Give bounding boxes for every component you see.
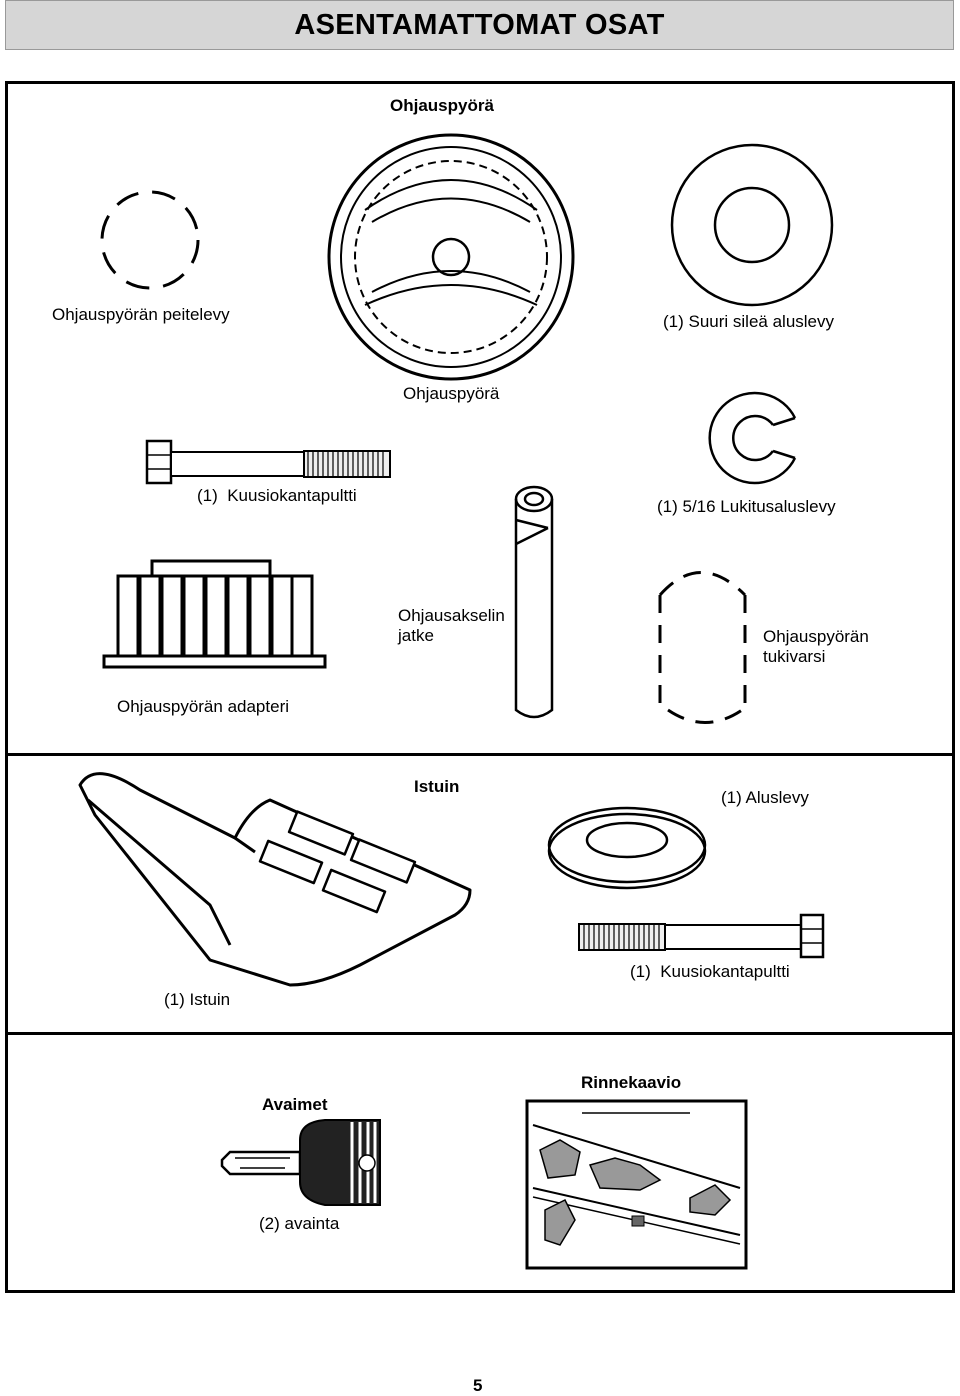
- seat-bolt-label: (1) Kuusiokantapultti: [630, 962, 790, 981]
- lock-washer-icon: [708, 391, 797, 485]
- seat-washer-label: (1) Aluslevy: [721, 788, 809, 807]
- shaft-extension-label: Ohjausakselin jatke: [398, 606, 505, 645]
- seat-icon: [78, 772, 472, 987]
- page-number: 5: [473, 1376, 483, 1395]
- keys-section: [5, 1032, 955, 1293]
- seat-bolt-icon: [578, 913, 825, 959]
- lock-washer-label: (1) 5/16 Lukitusaluslevy: [657, 497, 836, 516]
- hex-bolt-label: (1) Kuusiokantapultti: [197, 486, 357, 505]
- page-title-bar: ASENTAMATTOMAT OSAT: [5, 0, 954, 50]
- key-icon: [220, 1119, 381, 1206]
- wheel-adapter-icon: [102, 559, 327, 669]
- steering-wheel-label: Ohjauspyörä: [403, 384, 500, 403]
- large-washer-icon: [670, 143, 834, 307]
- steering-wheel-cover-label: Ohjauspyörän peitelevy: [52, 305, 230, 324]
- large-washer-label: (1) Suuri sileä aluslevy: [663, 312, 835, 331]
- steering-wheel-icon: [327, 133, 575, 381]
- steering-support-icon: [658, 571, 747, 724]
- wheel-adapter-label: Ohjauspyörän adapteri: [117, 697, 290, 716]
- seat-label: (1) Istuin: [164, 990, 231, 1009]
- slope-gauge-heading: Rinnekaavio: [581, 1073, 682, 1092]
- keys-label: (2) avainta: [259, 1214, 340, 1233]
- steering-wheel-heading: Ohjauspyörä: [390, 96, 494, 115]
- steering-wheel-cover-icon: [100, 190, 200, 290]
- steering-support-label: Ohjauspyörän tukivarsi: [763, 627, 869, 666]
- slope-gauge-icon: [525, 1099, 748, 1270]
- page-title: ASENTAMATTOMAT OSAT: [294, 8, 665, 41]
- hex-bolt-icon: [145, 439, 391, 485]
- keys-heading: Avaimet: [262, 1095, 328, 1114]
- seat-heading: Istuin: [414, 777, 460, 796]
- flat-washer-icon: [547, 806, 707, 890]
- shaft-extension-icon: [514, 485, 554, 719]
